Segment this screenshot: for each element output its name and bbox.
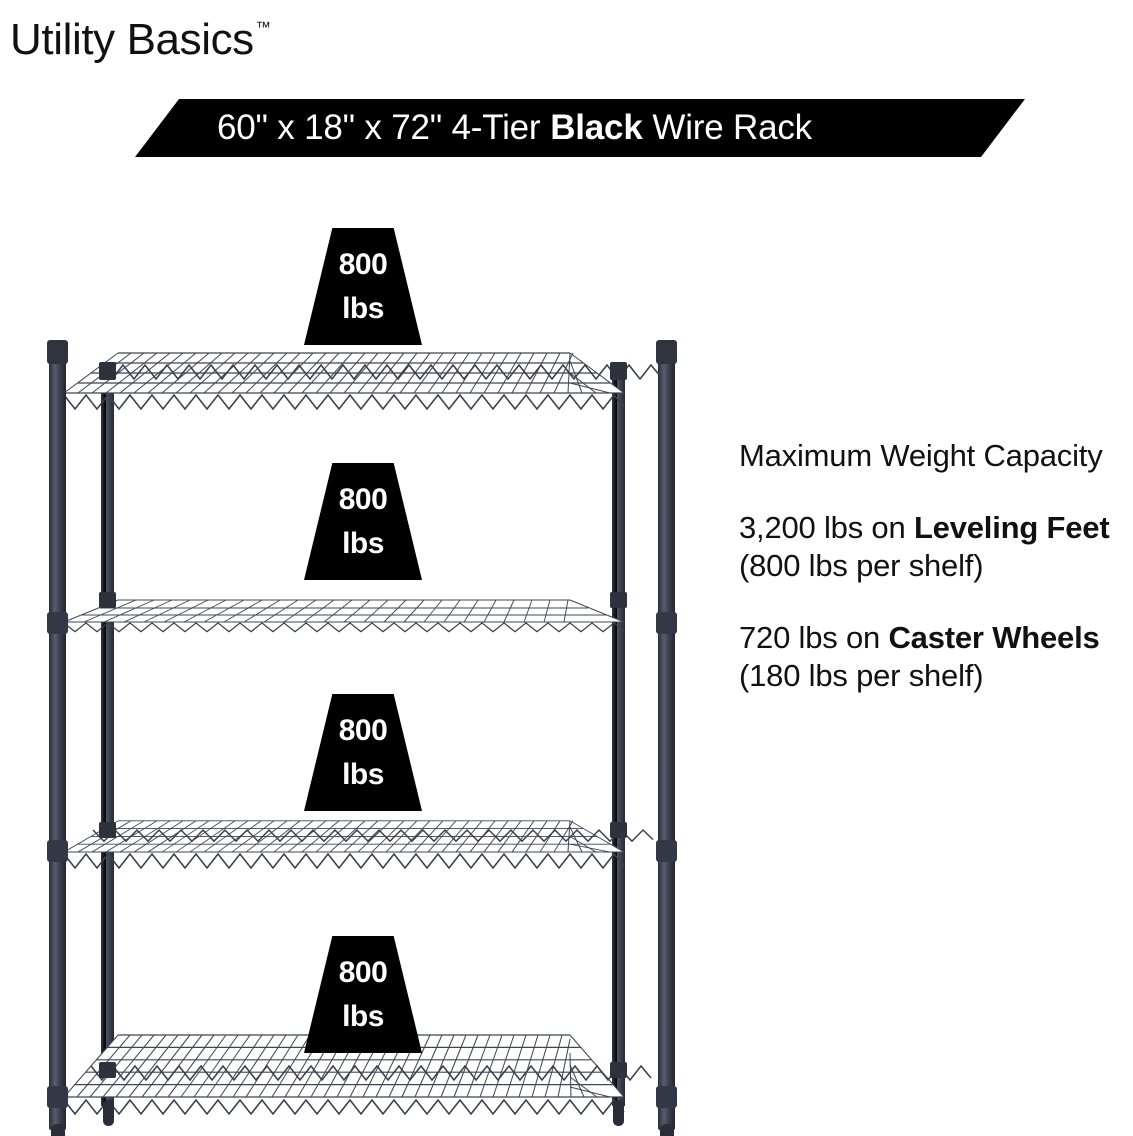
- badge-value: 800: [338, 247, 388, 281]
- front-right-post: [658, 340, 675, 1130]
- shelf-tier-3: [63, 820, 654, 869]
- leveling-detail: (800 lbs per shelf): [739, 548, 984, 583]
- capacity-copy-block: Maximum Weight Capacity 3,200 lbs on Lev…: [739, 437, 1133, 695]
- leveling-foot-front-left: [51, 1124, 65, 1136]
- caster-detail: (180 lbs per shelf): [739, 658, 984, 693]
- leveling-bold: Leveling Feet: [913, 510, 1110, 545]
- badge-value: 800: [338, 482, 388, 516]
- badge-label: 800 lbs: [304, 228, 422, 345]
- post-collars: [47, 340, 677, 1108]
- banner-suffix: Wire Rack: [652, 108, 812, 147]
- caster-wheels-capacity: 720 lbs on Caster Wheels (180 lbs per sh…: [739, 619, 1133, 695]
- caster-amount: 720 lbs on: [739, 620, 881, 655]
- spacer: [739, 585, 1133, 619]
- leveling-feet: [51, 1100, 674, 1136]
- banner-dimensions: 60" x 18" x 72" 4-Tier: [217, 108, 541, 147]
- weight-badge-tier-3: 800 lbs: [304, 694, 422, 811]
- weight-badge-tier-1: 800 lbs: [304, 228, 422, 345]
- badge-unit: lbs: [342, 291, 384, 325]
- badge-label: 800 lbs: [304, 694, 422, 811]
- rear-left-post: [101, 362, 114, 1106]
- leveling-foot-rear-right: [613, 1100, 624, 1126]
- capacity-heading: Maximum Weight Capacity: [739, 438, 1103, 473]
- wire-rack-illustration: [0, 300, 740, 1136]
- shelf-tier-2: [63, 599, 625, 633]
- weight-badge-tier-2: 800 lbs: [304, 463, 422, 580]
- brand-name: Utility Basics: [10, 15, 254, 64]
- spacer: [739, 475, 1133, 509]
- badge-value: 800: [338, 713, 388, 747]
- trademark-symbol: ™: [255, 19, 271, 36]
- banner-parallelogram-shape: [135, 99, 1025, 157]
- leveling-foot-rear-left: [103, 1100, 114, 1126]
- front-left-post: [49, 340, 66, 1130]
- caster-bold: Caster Wheels: [888, 620, 1100, 655]
- badge-unit: lbs: [342, 757, 384, 791]
- badge-label: 800 lbs: [304, 936, 422, 1053]
- wire-rack-drawing: [47, 340, 677, 1136]
- leveling-foot-front-right: [660, 1124, 674, 1136]
- badge-unit: lbs: [342, 999, 384, 1033]
- badge-label: 800 lbs: [304, 463, 422, 580]
- weight-badge-tier-4: 800 lbs: [304, 936, 422, 1053]
- badge-unit: lbs: [342, 526, 384, 560]
- banner-emphasis-black: Black: [550, 108, 643, 147]
- leveling-feet-capacity: 3,200 lbs on Leveling Feet (800 lbs per …: [739, 509, 1133, 585]
- shelf-tier-4: [63, 1034, 652, 1115]
- leveling-amount: 3,200 lbs on: [739, 510, 906, 545]
- rear-right-post: [612, 362, 625, 1106]
- shelf-tier-1: [63, 352, 662, 410]
- badge-value: 800: [338, 955, 388, 989]
